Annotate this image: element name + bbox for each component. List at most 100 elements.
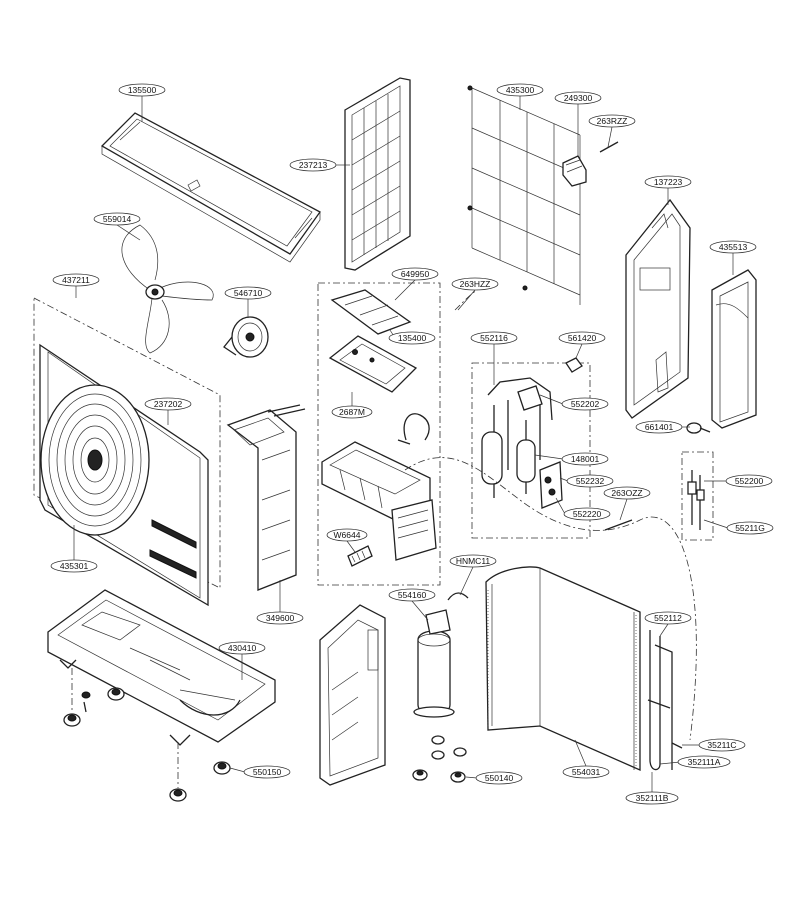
- part-number-label: 263RZZ: [597, 116, 628, 126]
- top-cover-panel: [100, 112, 321, 263]
- leader-line: [607, 126, 613, 148]
- part-tag: [561, 452, 609, 466]
- part-tag: [644, 175, 692, 189]
- part-number-label: 661401: [645, 422, 674, 432]
- rear-wire-grille: [467, 85, 581, 305]
- leader-line: [539, 394, 564, 405]
- part-number-label: HNMC11: [456, 556, 491, 566]
- leader-line: [534, 454, 564, 460]
- part-tag: [52, 273, 100, 287]
- part-tag: [326, 528, 368, 542]
- part-tag: [561, 397, 609, 411]
- front-panel-outline: [33, 297, 221, 589]
- part-number-label: 263HZZ: [460, 279, 491, 289]
- part-number-label: 552200: [735, 476, 764, 486]
- leader-line: [703, 519, 729, 529]
- part-number-label: 550140: [485, 773, 514, 783]
- part-number-label: 430410: [228, 643, 257, 653]
- part-number-label: 352111A: [688, 757, 721, 767]
- part-number-label: 137223: [654, 177, 683, 187]
- part-tag: [144, 397, 192, 411]
- compressor: [412, 592, 469, 783]
- partition-plate: [226, 404, 306, 591]
- part-tag: [563, 507, 611, 521]
- part-number-label: 554031: [572, 767, 601, 777]
- screw-part-2: [604, 519, 633, 531]
- part-tag: [218, 641, 266, 655]
- part-number-label: 148001: [571, 454, 600, 464]
- part-number-labels: 135500237213435300249300263RZZ1372234355…: [50, 83, 774, 805]
- part-number-label: 552220: [573, 509, 602, 519]
- part-number-label: 554160: [398, 590, 427, 600]
- part-tag: [470, 331, 518, 345]
- part-tag: [635, 420, 683, 434]
- part-tag: [256, 611, 304, 625]
- leader-line: [465, 776, 478, 779]
- leader-line: [346, 540, 356, 553]
- leader-line: [659, 761, 681, 765]
- screw-part: [599, 141, 619, 153]
- rubber-feet: [63, 668, 231, 802]
- part-tag: [698, 738, 746, 752]
- part-tag: [625, 791, 679, 805]
- part-number-label: 237202: [154, 399, 183, 409]
- part-tag: [50, 559, 98, 573]
- leader-line: [229, 767, 246, 773]
- small-sensor: [565, 357, 583, 373]
- part-tag: [388, 331, 436, 345]
- sensor-wire: [454, 287, 487, 311]
- part-tag: [677, 755, 731, 769]
- part-tag: [558, 331, 606, 345]
- part-number-label: 435300: [506, 85, 535, 95]
- part-number-label: 546710: [234, 288, 263, 298]
- part-number-label: 561420: [568, 333, 597, 343]
- part-tag: [709, 240, 757, 254]
- part-number-label: 552202: [571, 399, 600, 409]
- leader-line: [659, 623, 669, 637]
- part-tag: [449, 554, 497, 568]
- part-number-label: 55211G: [735, 523, 765, 533]
- part-tag: [475, 771, 523, 785]
- leader-line: [411, 600, 429, 621]
- part-number-label: 649950: [401, 269, 430, 279]
- part-tag: [391, 267, 439, 281]
- wire-clip: [403, 413, 430, 441]
- part-tag: [289, 158, 337, 172]
- leader-line: [575, 343, 583, 359]
- part-tag: [554, 91, 602, 105]
- part-tag: [603, 486, 651, 500]
- service-valve-outline: [681, 451, 714, 541]
- part-tag: [588, 114, 636, 128]
- part-number-label: 552232: [576, 476, 605, 486]
- leader-line: [574, 739, 587, 767]
- leader-line: [459, 566, 474, 596]
- front-panel: [39, 343, 209, 607]
- part-tag: [224, 286, 272, 300]
- part-number-label: W6644: [334, 530, 361, 540]
- part-number-label: 135500: [128, 85, 157, 95]
- part-number-label: 349600: [266, 613, 295, 623]
- terminal-block: [347, 545, 373, 567]
- leader-line: [457, 289, 476, 311]
- part-number-label: 437211: [62, 275, 90, 285]
- control-box-tray: [321, 441, 437, 561]
- leader-line: [555, 497, 566, 515]
- filter-grille-panel: [344, 77, 411, 271]
- part-number-label: 559014: [103, 214, 132, 224]
- pcb-cover-plates: [328, 289, 418, 393]
- part-number-label: 552116: [480, 333, 508, 343]
- part-number-label: 2687M: [339, 407, 365, 417]
- part-tag: [644, 611, 692, 625]
- compressor-side-plate: [319, 604, 386, 786]
- part-tag: [93, 212, 141, 226]
- tube-fitting: [671, 742, 683, 749]
- fan-motor: [223, 316, 269, 358]
- leader-line: [394, 279, 416, 301]
- control-box-outline: [317, 282, 441, 586]
- part-tag: [451, 277, 499, 291]
- part-tag: [725, 474, 773, 488]
- hairpin-tubes: [647, 630, 673, 771]
- part-number-label: 135400: [398, 333, 427, 343]
